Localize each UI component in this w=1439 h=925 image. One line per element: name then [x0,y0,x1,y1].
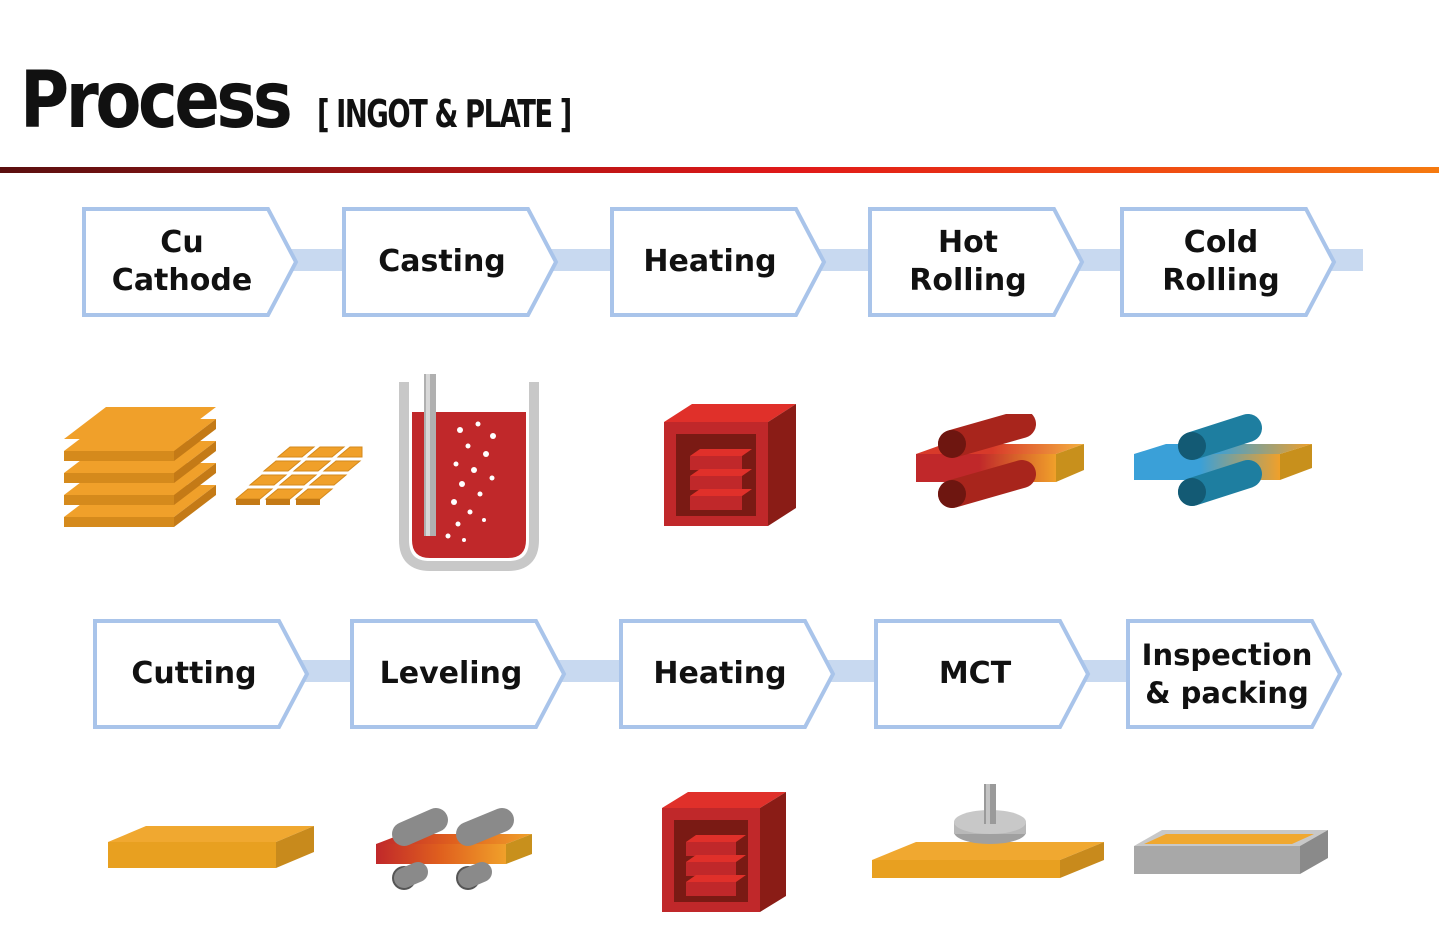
cold-rolling-mill-icon [1134,414,1312,506]
step-heating-2: Heating [619,619,836,729]
step-leveling: Leveling [350,619,567,729]
cut-plate-icon [108,826,314,868]
step-cold-rolling: Cold Rolling [1120,207,1337,317]
page-header: Process [ INGOT & PLATE ] [20,62,670,152]
step-cutting: Cutting [93,619,310,729]
leveling-rollers-icon [376,808,532,890]
packed-plate-icon [1134,830,1328,874]
step-hot-rolling: Hot Rolling [868,207,1085,317]
step-mct: MCT [874,619,1091,729]
step-label: Cu Cathode [111,225,253,298]
step-label: Leveling [379,656,523,691]
page-title: Process [20,56,293,146]
molten-crucible-icon [399,374,539,571]
step-label: MCT [938,656,1012,691]
step-label: Inspection & packing [1141,638,1313,710]
step-label: Heating [643,244,777,279]
step-cu-cathode: Cu Cathode [82,207,299,317]
machining-center-icon [872,784,1104,878]
step-casting: Casting [342,207,559,317]
furnace-icon [662,792,786,912]
step-heating: Heating [610,207,827,317]
step-label: Heating [653,656,787,691]
hot-rolling-mill-icon [916,414,1084,508]
step-inspection-packing: Inspection & packing [1126,619,1343,729]
step-label: Cold Rolling [1162,225,1280,298]
step-label: Cutting [131,656,257,691]
header-divider [0,167,1439,173]
page-subtitle: [ INGOT & PLATE ] [317,92,572,136]
step-label: Hot Rolling [909,225,1027,298]
copper-cathode-stack-icon [64,407,363,527]
furnace-icon [664,404,796,526]
step-label: Casting [378,244,506,279]
